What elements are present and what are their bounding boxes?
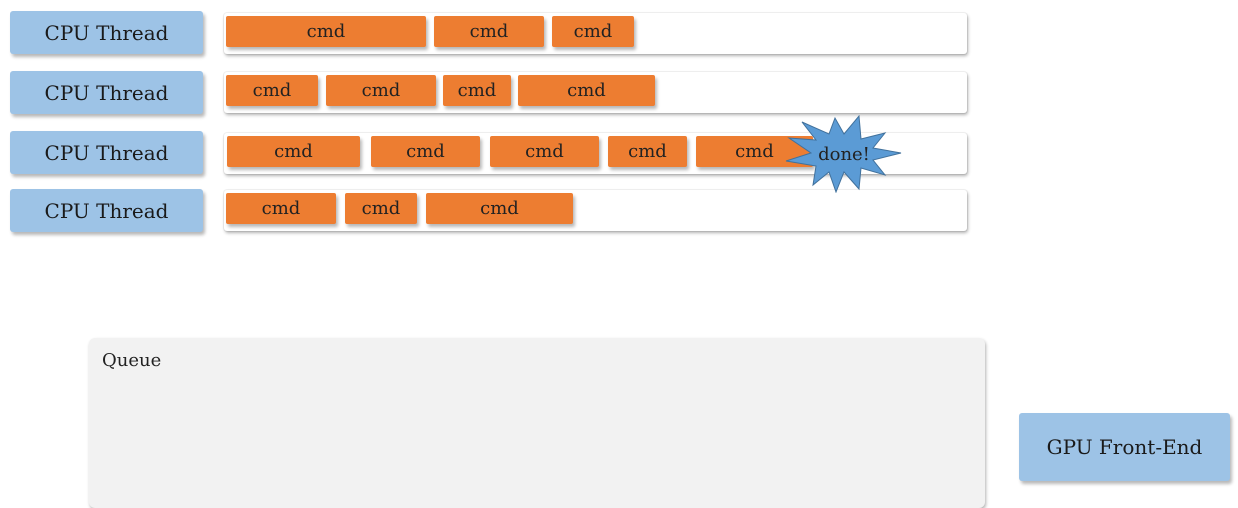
done-burst-icon (785, 115, 902, 193)
cpu-thread-1: CPU Thread (10, 11, 203, 54)
cmd-block: cmd (226, 193, 336, 224)
cpu-thread-3-label: CPU Thread (44, 140, 169, 165)
cmd-block: cmd (518, 75, 655, 106)
cmd-block: cmd (371, 136, 480, 167)
gpu-front-end-label: GPU Front-End (1046, 435, 1203, 459)
cpu-thread-1-label: CPU Thread (44, 20, 169, 45)
cmd-block: cmd (426, 193, 573, 224)
command-lane-2: cmd cmd cmd cmd (224, 72, 967, 113)
cpu-thread-4-label: CPU Thread (44, 198, 169, 223)
done-label: done! (818, 143, 870, 165)
cmd-block: cmd (227, 136, 360, 167)
cmd-block: cmd (608, 136, 687, 167)
command-lane-4: cmd cmd cmd (224, 190, 967, 231)
cmd-block: cmd (345, 193, 417, 224)
cpu-thread-2-label: CPU Thread (44, 80, 169, 105)
queue-label: Queue (102, 350, 162, 371)
cpu-thread-2: CPU Thread (10, 71, 203, 114)
cpu-thread-3: CPU Thread (10, 131, 203, 174)
cmd-block: cmd (490, 136, 599, 167)
cmd-block: cmd (552, 16, 634, 47)
cpu-thread-4: CPU Thread (10, 189, 203, 232)
cmd-block: cmd (226, 16, 426, 47)
command-queue: Queue (89, 338, 985, 508)
cmd-block: cmd (443, 75, 511, 106)
gpu-front-end: GPU Front-End (1019, 413, 1230, 481)
command-lane-1: cmd cmd cmd (224, 13, 967, 54)
cmd-block: cmd (434, 16, 544, 47)
cmd-block: cmd (226, 75, 318, 106)
cmd-block: cmd (326, 75, 436, 106)
